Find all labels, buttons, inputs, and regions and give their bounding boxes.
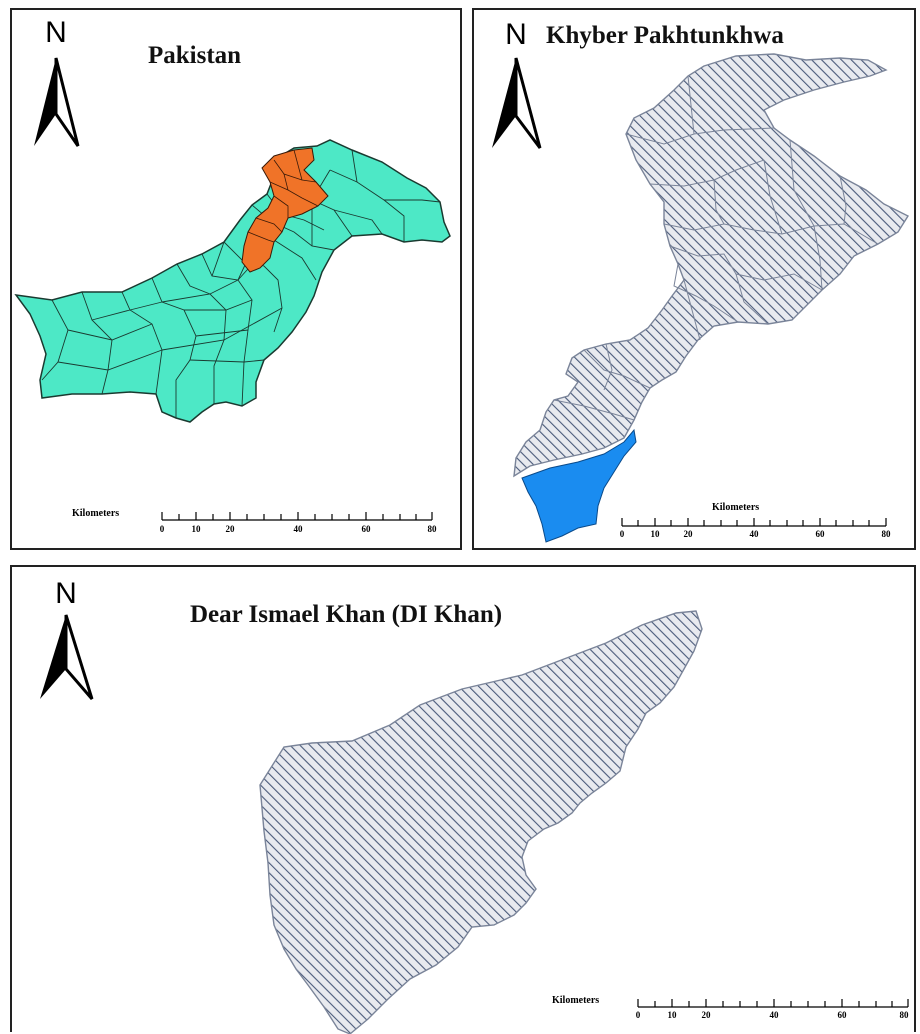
scale-tick: 20 xyxy=(683,529,693,539)
scale-tick: 80 xyxy=(427,524,437,534)
di-khan-shape xyxy=(259,610,703,1034)
scale-tick: 40 xyxy=(769,1010,779,1020)
khyber-pakhtunkhwa-map xyxy=(513,53,910,543)
scale-bar-graphic xyxy=(637,999,909,1008)
scale-tick: 40 xyxy=(749,529,759,539)
scale-tick: 10 xyxy=(650,529,660,539)
di-khan-highlight xyxy=(521,428,637,543)
north-arrow: N xyxy=(26,18,86,148)
khyber-pakhtunkhwa-shape xyxy=(513,53,910,478)
scale-tick: 60 xyxy=(837,1010,847,1020)
scale-tick: 0 xyxy=(635,1010,641,1020)
scale-tick: 0 xyxy=(159,524,165,534)
north-arrow-icon xyxy=(34,57,80,147)
scale-bar: Kilometers xyxy=(552,985,918,1031)
scale-bar-graphic xyxy=(621,518,887,527)
pakistan-map-panel: N Pakistan xyxy=(10,8,462,550)
panel-title: Dear Ismael Khan (DI Khan) xyxy=(190,601,503,628)
scale-tick: 60 xyxy=(815,529,825,539)
scale-tick: 20 xyxy=(701,1010,711,1020)
north-arrow-icon xyxy=(40,614,94,700)
pakistan-shape xyxy=(14,139,451,423)
di-khan-map xyxy=(259,610,703,1034)
scale-bar: Kilometers xyxy=(604,502,904,546)
north-label: N xyxy=(45,16,67,49)
north-arrow: N xyxy=(484,20,548,150)
scale-bar-graphic xyxy=(161,512,433,521)
scale-unit-label: Kilometers xyxy=(712,502,760,513)
khyber-pakhtunkhwa-map-panel: N Khyber Pakhtunkhwa xyxy=(472,8,916,550)
pakistan-map xyxy=(14,139,451,423)
scale-tick: 20 xyxy=(225,524,235,534)
scale-tick: 80 xyxy=(899,1010,909,1020)
scale-bar: Kilometers xyxy=(72,504,442,544)
panel-title: Khyber Pakhtunkhwa xyxy=(546,22,784,49)
north-arrow-icon xyxy=(492,57,542,149)
scale-tick: 80 xyxy=(881,529,891,539)
north-label: N xyxy=(55,577,77,610)
di-khan-map-panel: N Dear Ismael Khan (DI Khan) Kilometers xyxy=(10,565,918,1034)
khyber-pakhtunkhwa-highlight xyxy=(241,147,329,273)
north-arrow: N xyxy=(32,579,100,701)
scale-tick: 60 xyxy=(361,524,371,534)
scale-tick: 40 xyxy=(293,524,303,534)
scale-tick: 0 xyxy=(619,529,625,539)
scale-unit-label: Kilometers xyxy=(552,995,600,1006)
scale-tick: 10 xyxy=(667,1010,677,1020)
scale-unit-label: Kilometers xyxy=(72,508,120,519)
north-label: N xyxy=(505,18,527,51)
scale-tick: 10 xyxy=(191,524,201,534)
panel-title: Pakistan xyxy=(148,42,242,69)
